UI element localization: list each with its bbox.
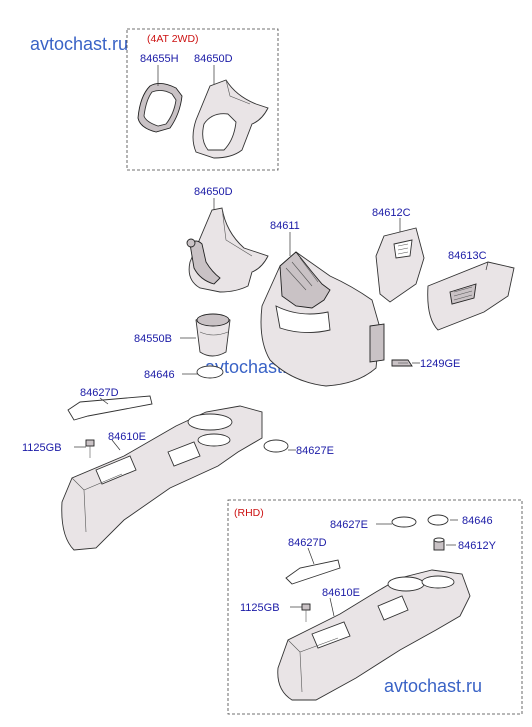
rhd-label-84627d: 84627D (288, 537, 327, 549)
label-1249ge: 1249GE (420, 358, 460, 370)
label-84613c: 84613C (448, 250, 487, 262)
part-84627d-mat (67, 395, 153, 421)
part-84627e-ring (263, 439, 289, 453)
group-box-rhd (227, 499, 523, 715)
label-84650d: 84650D (194, 186, 233, 198)
group-label-rhd: (RHD) (234, 507, 264, 519)
rhd-label-84646: 84646 (462, 515, 493, 527)
rhd-label-84627e: 84627E (330, 519, 368, 531)
label-84627e: 84627E (296, 445, 334, 457)
label-84612c: 84612C (372, 207, 411, 219)
part-1125gb-bolt (85, 439, 95, 458)
part-84650d-boot-panel (186, 207, 269, 293)
label-84650d-top: 84650D (194, 53, 233, 65)
part-84550b-cup-holder (195, 313, 231, 357)
rhd-label-84610e: 84610E (322, 587, 360, 599)
watermark-bottom: avtochast.ru (384, 676, 482, 696)
rhd-part-84610e-console-body (277, 569, 471, 701)
part-84611-console-panel (260, 251, 385, 387)
label-84550b: 84550B (134, 333, 172, 345)
label-84611: 84611 (270, 220, 300, 232)
label-84610e: 84610E (108, 431, 146, 443)
label-1125gb: 1125GB (22, 442, 62, 454)
part-84650d-upper-panel (192, 79, 269, 159)
group-box-4at-2wd (126, 28, 279, 171)
label-84646: 84646 (144, 369, 175, 381)
rhd-part-84627d-mat (285, 559, 341, 585)
part-84613c-side-panel (427, 261, 515, 331)
part-1249ge-screw (391, 359, 413, 367)
part-84612c-side-panel (375, 227, 425, 303)
label-84655h: 84655H (140, 53, 179, 65)
rhd-part-1125gb-bolt (301, 603, 311, 622)
rhd-part-84627e-ring (391, 516, 417, 528)
rhd-part-84646-ring (427, 514, 449, 526)
rhd-part-84612y-cap (433, 537, 445, 551)
group-label-4at-2wd: (4AT 2WD) (147, 33, 199, 45)
part-84610e-console-body (61, 405, 263, 551)
rhd-label-1125gb: 1125GB (240, 602, 280, 614)
part-84655h-bezel (137, 83, 183, 133)
watermark-top: avtochast.ru (30, 34, 128, 54)
part-84646-ring (196, 365, 224, 379)
rhd-label-84612y: 84612Y (458, 540, 497, 552)
label-84627d: 84627D (80, 387, 119, 399)
